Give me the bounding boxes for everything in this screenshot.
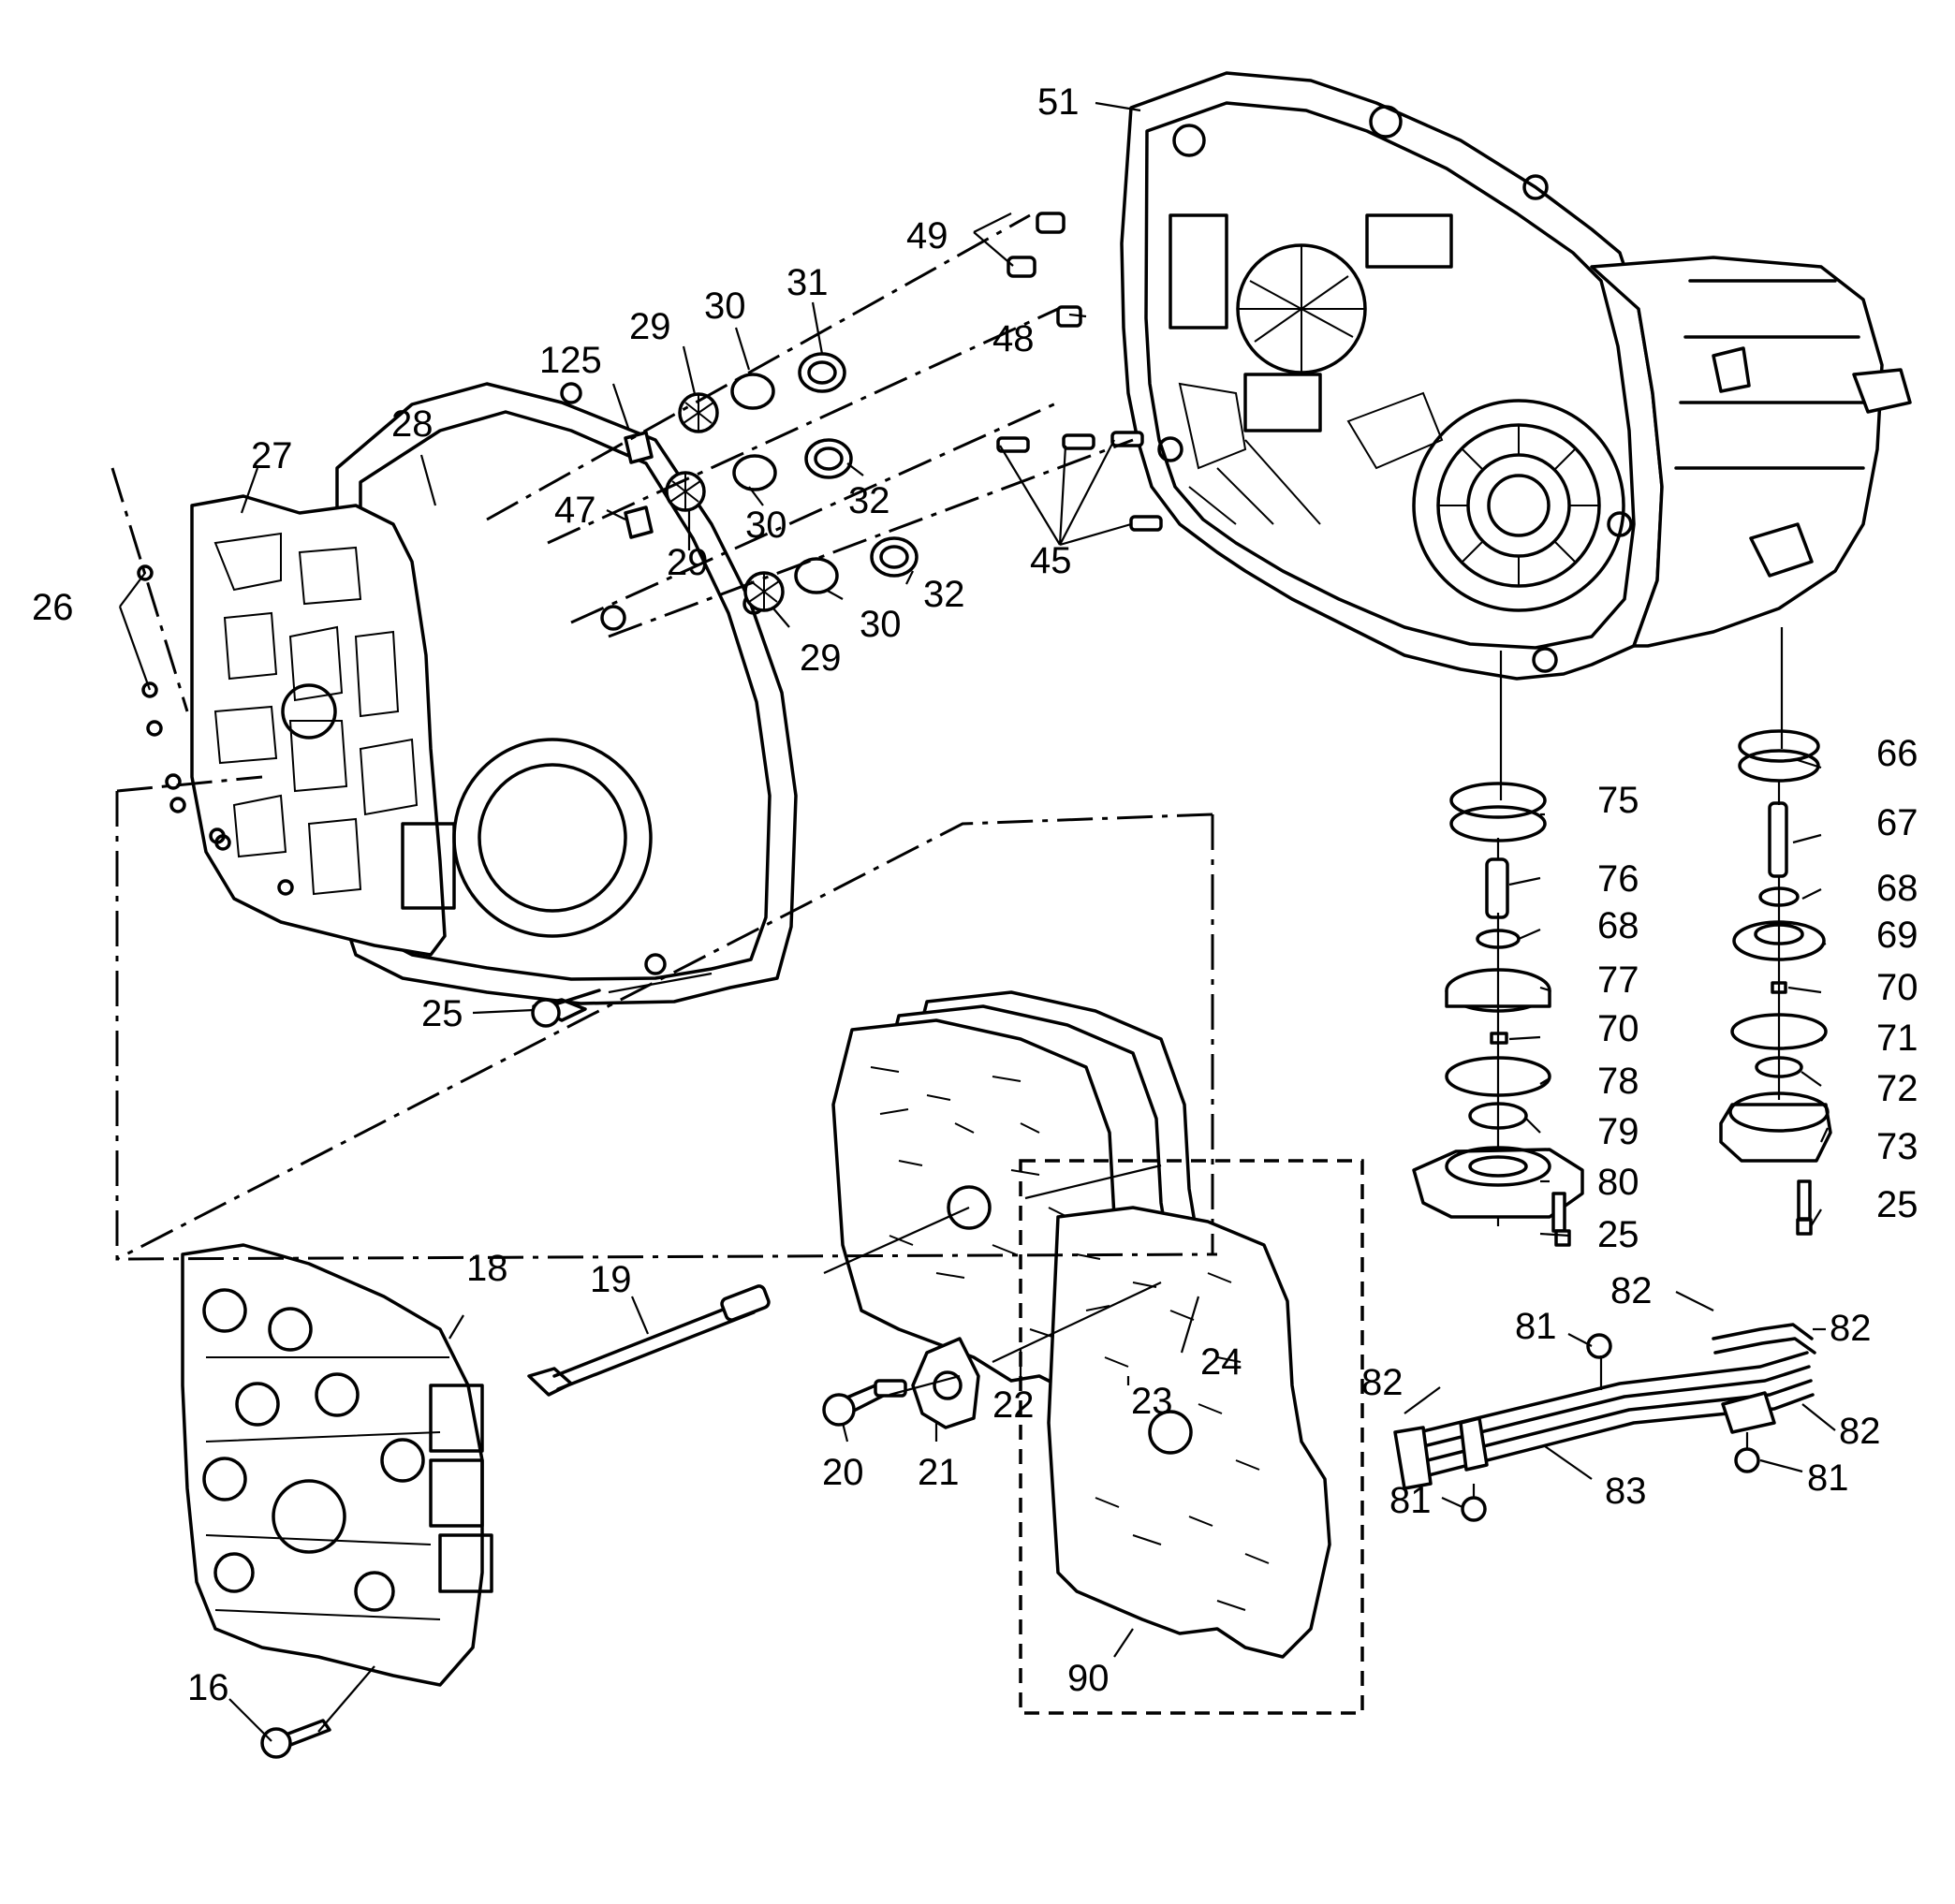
callout-25: 25 [1876,1184,1918,1225]
upper-valve-body [190,494,456,957]
bolts-and-check-balls [137,564,907,1759]
lower-valve-body [181,1243,493,1687]
callout-82: 82 [1830,1308,1872,1349]
callout-82: 82 [1839,1411,1881,1452]
transmission-case [1120,71,1912,681]
callout-24: 24 [1200,1341,1242,1383]
callout-29: 29 [629,306,671,347]
callout-77: 77 [1597,959,1639,1001]
callout-73: 73 [1876,1126,1918,1167]
callout-19: 19 [590,1259,632,1300]
callout-27: 27 [251,435,293,476]
callout-68: 68 [1597,905,1639,946]
filter-plate [911,1337,980,1429]
callout-25: 25 [421,993,463,1034]
callout-90: 90 [1067,1658,1110,1699]
callout-32: 32 [848,480,890,521]
callout-28: 28 [391,403,434,445]
solenoid-seals-and-filters [624,352,919,612]
callout-71: 71 [1876,1018,1918,1059]
callout-72: 72 [1876,1068,1918,1109]
oil-tube-assembly [1393,1323,1816,1522]
case-plugs-and-pins [996,212,1163,532]
callout-75: 75 [1597,780,1639,821]
callout-48: 48 [992,318,1035,359]
channel-plate-cover [335,382,798,1005]
callout-30: 30 [745,505,787,546]
callout-20: 20 [822,1452,864,1493]
callout-82: 82 [1610,1270,1653,1311]
callout-51: 51 [1037,81,1080,123]
callout-31: 31 [786,262,829,303]
callout-79: 79 [1597,1111,1639,1152]
callout-30: 30 [704,286,746,327]
callout-83: 83 [1605,1471,1647,1512]
callout-81: 81 [1515,1306,1557,1347]
service-spacer-plate [1019,1159,1364,1715]
callout-67: 67 [1876,802,1918,843]
callout-45: 45 [1030,540,1072,581]
alignment-dashed-lines [110,213,1218,1261]
callout-81: 81 [1389,1480,1432,1521]
callout-29: 29 [667,542,709,583]
callout-66: 66 [1876,733,1918,774]
assembly-axis-lines [317,627,1784,1733]
callout-68: 68 [1876,868,1918,909]
callout-80: 80 [1597,1162,1639,1203]
callout-18: 18 [466,1248,508,1289]
callout-26: 26 [32,587,74,628]
callout-81: 81 [1807,1457,1849,1499]
callout-47: 47 [554,490,596,531]
callout-32: 32 [923,574,965,615]
callout-22: 22 [992,1384,1035,1426]
callout-leader-lines [118,101,1836,1742]
callout-29: 29 [800,637,842,679]
callout-49: 49 [906,215,948,256]
callout-69: 69 [1876,915,1918,956]
callout-30: 30 [860,604,902,645]
callout-82: 82 [1361,1362,1404,1403]
callout-76: 76 [1597,858,1639,900]
callout-78: 78 [1597,1061,1639,1102]
callout-labels: 51 49 48 45 31 30 29 125 47 32 30 29 32 … [32,81,1918,1708]
callout-70: 70 [1876,967,1918,1008]
callout-23: 23 [1131,1381,1173,1422]
callout-70: 70 [1597,1008,1639,1049]
callout-16: 16 [187,1667,229,1708]
callout-21: 21 [918,1452,960,1493]
manual-shaft [527,1284,771,1397]
callout-125: 125 [539,340,602,381]
servo-assembly-right [1719,729,1832,1236]
callout-25: 25 [1597,1214,1639,1255]
